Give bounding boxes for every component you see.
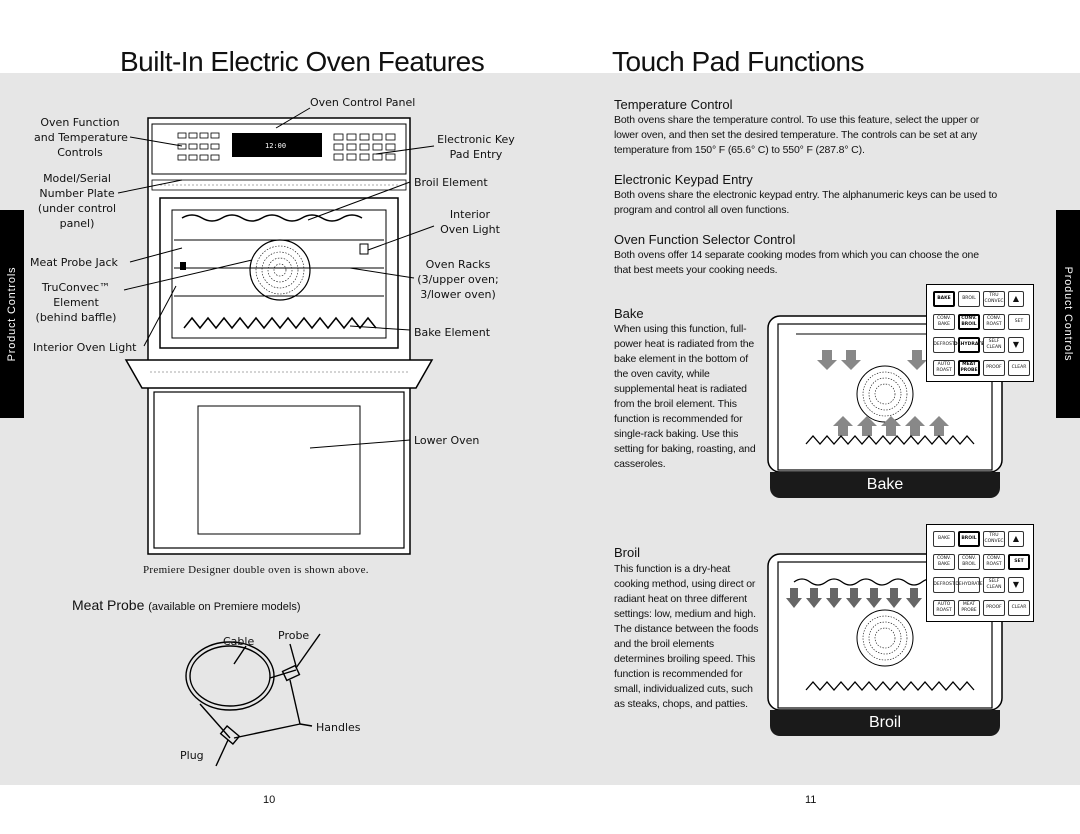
label-electronic-key-pad-entry: Electronic Key Pad Entry — [437, 133, 515, 161]
heading-selector-control: Oven Function Selector Control — [614, 232, 796, 247]
label-lower-oven: Lower Oven — [414, 434, 480, 447]
label-interior-oven-light-left: Interior Oven Light — [33, 341, 137, 354]
text-broil: This function is a dry-heat cooking meth… — [614, 563, 759, 710]
text-temperature-control: Both ovens share the temperature control… — [614, 114, 980, 156]
keypad-key-proof: PROOF — [983, 360, 1005, 376]
keypad-key-self-clean: SELF CLEAN — [983, 337, 1005, 353]
text-selector-control: Both ovens offer 14 separate cooking mod… — [614, 249, 979, 276]
page-title-left: Built-In Electric Oven Features — [120, 46, 485, 77]
label-oven-control-panel: Oven Control Panel — [310, 96, 416, 109]
up-arrow-icon: ▲ — [1008, 531, 1024, 547]
keypad-key-bake: BAKE — [933, 531, 955, 547]
down-arrow-icon: ▼ — [1008, 337, 1024, 353]
keypad-key-auto-roast: AUTO ROAST — [933, 600, 955, 616]
heading-electronic-keypad: Electronic Keypad Entry — [614, 172, 753, 187]
label-plug: Plug — [180, 749, 204, 762]
keypad-key-broil: BROIL — [958, 291, 980, 307]
keypad-key-tru-convec: TRU CONVEC — [983, 291, 1005, 307]
text-bake: When using this function, full-power hea… — [614, 323, 756, 470]
keypad-key-defrost: DEFROST — [933, 337, 955, 353]
keypad-key-bake: BAKE — [933, 291, 955, 307]
keypad-key-meat-probe: MEAT PROBE — [958, 600, 980, 616]
label-handles: Handles — [316, 721, 361, 734]
label-meat-probe-jack: Meat Probe Jack — [30, 256, 118, 269]
label-model-serial: Model/Serial Number Plate (under control… — [37, 172, 117, 230]
side-tab-right: Product Controls — [1056, 210, 1080, 418]
keypad-key-defrost: DEFROST — [933, 577, 955, 593]
keypad-key-dehydrate: DEHYDRATE — [955, 577, 983, 593]
label-bake-element: Bake Element — [414, 326, 491, 339]
text-electronic-keypad: Both ovens share the electronic keypad e… — [614, 189, 998, 216]
keypad-key-meat-probe: MEAT PROBE — [958, 360, 980, 376]
keypad-key-conv-roast: CONV. ROAST — [983, 314, 1005, 330]
broil-caption-bar: Broil — [770, 710, 1000, 736]
label-oven-racks: Oven Racks (3/upper oven; 3/lower oven) — [417, 258, 499, 301]
label-oven-function: Oven Function and Temperature Controls — [34, 116, 128, 159]
label-probe: Probe — [278, 629, 310, 642]
keypad-key-conv-broil: CONV. BROIL — [958, 554, 980, 570]
keypad-key-set: SET — [1008, 554, 1030, 570]
label-broil-element: Broil Element — [414, 176, 488, 189]
bake-caption-bar: Bake — [770, 472, 1000, 498]
heading-bake: Bake — [614, 306, 644, 321]
keypad-key-self-clean: SELF CLEAN — [983, 577, 1005, 593]
oven-diagram: 12:00 — [117, 107, 435, 555]
keypad-key-dehydrate: DEHYDRATE — [954, 337, 984, 353]
keypad-key-clear: CLEAR — [1008, 600, 1030, 616]
keypad-key-conv-broil: CONV. BROIL — [958, 314, 980, 330]
page-title-right: Touch Pad Functions — [612, 46, 865, 77]
page-number-left: 10 — [263, 794, 276, 806]
keypad-key-tru-convec: TRU CONVEC — [983, 531, 1005, 547]
keypad-key-conv-bake: CONV. BAKE — [933, 314, 955, 330]
label-truconvec: TruConvec™ Element (behind baffle) — [35, 281, 117, 324]
label-cable: Cable — [223, 635, 255, 648]
heading-temperature-control: Temperature Control — [614, 97, 733, 112]
keypad-key-conv-bake: CONV. BAKE — [933, 554, 955, 570]
keypad-key-broil: BROIL — [958, 531, 980, 547]
down-arrow-icon: ▼ — [1008, 577, 1024, 593]
keypad-key-auto-roast: AUTO ROAST — [933, 360, 955, 376]
meat-probe-heading: Meat Probe (available on Premiere models… — [72, 597, 301, 613]
display-time: 12:00 — [265, 142, 286, 150]
side-tab-label: Product Controls — [1062, 266, 1074, 362]
oven-caption: Premiere Designer double oven is shown a… — [143, 564, 369, 576]
meat-probe-illustration — [185, 633, 321, 767]
side-tab-left: Product Controls — [0, 210, 24, 418]
up-arrow-icon: ▲ — [1008, 291, 1024, 307]
label-interior-oven-light: Interior Oven Light — [440, 208, 500, 236]
heading-broil: Broil — [614, 545, 641, 560]
keypad-key-clear: CLEAR — [1008, 360, 1030, 376]
page-number-right: 11 — [805, 794, 817, 806]
keypad-key-proof: PROOF — [983, 600, 1005, 616]
keypad-key-set: SET — [1008, 314, 1030, 330]
keypad-key-conv-roast: CONV. ROAST — [983, 554, 1005, 570]
